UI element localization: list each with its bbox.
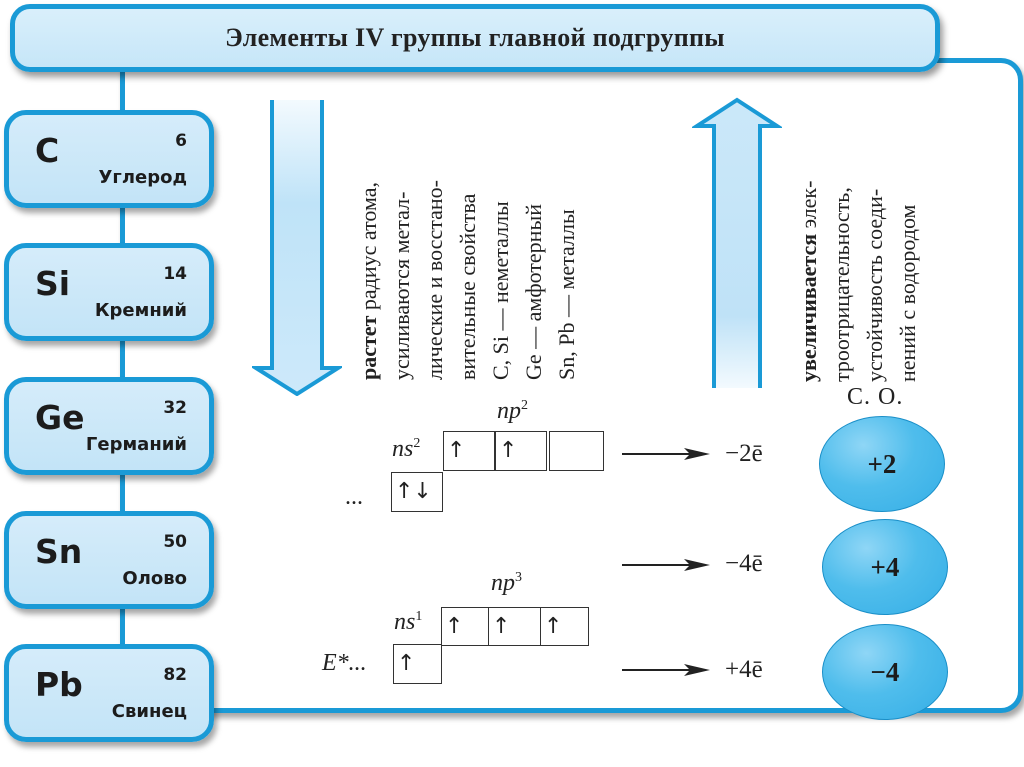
element-card-tin: Sn 50 Олово (4, 511, 214, 609)
p-orbital-cell: ↑ (443, 431, 495, 471)
element-symbol: Pb (35, 665, 83, 704)
trend-line: нений с водородом (895, 204, 920, 382)
trend-line: лические и восстано- (422, 180, 447, 380)
up-trend-text: увеличивается элек- троотрицательность, … (792, 110, 924, 382)
trend-keyword: увеличивается (796, 233, 821, 382)
p-orbital-label: np3 (491, 570, 522, 596)
p-orbital-label: np2 (497, 398, 528, 424)
title-banner: Элементы IV группы главной подгруппы (10, 4, 940, 72)
trend-line: Ge — амфотерный (521, 203, 546, 380)
right-arrow-icon (622, 664, 710, 676)
element-name: Олово (122, 568, 187, 589)
element-card-silicon: Si 14 Кремний (4, 243, 214, 341)
trend-line: вительные свойства (455, 193, 480, 380)
atomic-number: 6 (175, 131, 187, 151)
p-orbital-cell: ↑ (495, 431, 547, 471)
element-name: Свинец (111, 701, 187, 722)
element-card-germanium: Ge 32 Германий (4, 377, 214, 475)
right-arrow-icon (622, 448, 710, 460)
trend-line: троотрицательность, (829, 187, 854, 382)
atomic-number: 50 (163, 532, 187, 552)
page-title: Элементы IV группы главной подгруппы (225, 23, 725, 52)
element-card-carbon: C 6 Углерод (4, 110, 214, 208)
element-card-lead: Pb 82 Свинец (4, 644, 214, 742)
excited-prefix: E*... (322, 650, 367, 676)
atomic-number: 32 (163, 398, 187, 418)
trend-line: усиливаются метал- (389, 191, 414, 380)
oxidation-state-header: С. О. (847, 384, 904, 410)
s-orbital-label: ns2 (392, 436, 421, 462)
trend-line: радиус атома, (356, 181, 381, 316)
element-symbol: C (35, 131, 60, 170)
p-orbital-cell: ↑ (488, 607, 541, 646)
connector-line (120, 72, 125, 672)
element-symbol: Si (35, 264, 71, 303)
element-symbol: Ge (35, 398, 85, 437)
oxidation-state-badge: +2 (819, 416, 945, 512)
p-orbital-cell: ↑ (441, 607, 489, 646)
element-symbol: Sn (35, 532, 83, 571)
right-arrow-icon (622, 559, 710, 571)
trend-keyword: растет (356, 315, 381, 380)
oxidation-state-badge: −4 (822, 624, 948, 720)
trend-line: устойчивость соеди- (862, 188, 887, 382)
s-orbital-cell: ↑ (393, 644, 442, 684)
atomic-number: 14 (163, 264, 187, 284)
down-trend-text: растет радиус атома, усиливаются метал- … (352, 100, 583, 380)
oxidation-state-badge: +4 (822, 519, 948, 615)
ellipsis: ... (345, 484, 363, 510)
electron-change: +4ē (725, 656, 763, 683)
atomic-number: 82 (163, 665, 187, 685)
electron-change: −2ē (725, 440, 763, 467)
element-name: Кремний (94, 300, 187, 321)
down-arrow-icon (252, 100, 342, 396)
up-arrow-icon (692, 97, 782, 388)
electron-change: −4ē (725, 550, 763, 577)
p-orbital-cell (549, 431, 604, 471)
trend-line: C, Si — неметаллы (488, 201, 513, 380)
s-orbital-cell: ↑↓ (391, 472, 443, 512)
element-name: Углерод (98, 167, 187, 188)
p-orbital-cell: ↑ (540, 607, 589, 646)
s-orbital-label: ns1 (394, 609, 423, 635)
trend-line: элек- (796, 180, 821, 234)
element-name: Германий (85, 434, 187, 455)
trend-line: Sn, Pb — металлы (554, 209, 579, 380)
